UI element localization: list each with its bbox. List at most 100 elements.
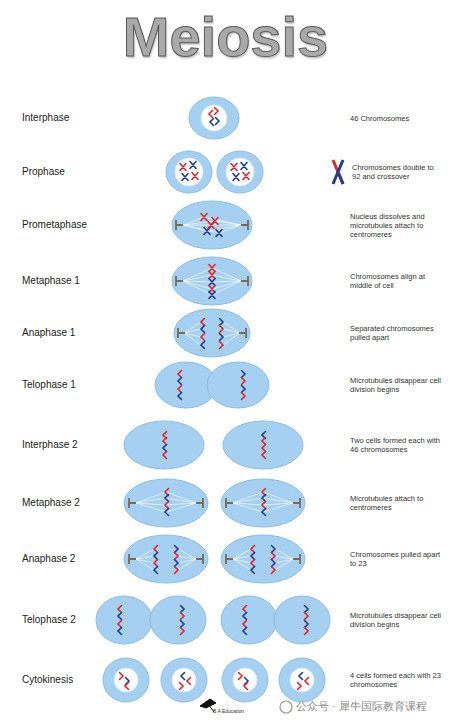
- cell: [161, 658, 207, 702]
- cell: [150, 596, 206, 644]
- microtubule: [223, 322, 240, 333]
- stage-name: Metaphase 1: [22, 275, 132, 287]
- spindle-pole: [176, 276, 183, 286]
- chromosome: [243, 606, 247, 613]
- stage-name: Interphase: [22, 112, 132, 124]
- spindle-pole: [129, 498, 136, 508]
- chromosome: [244, 683, 248, 690]
- chromosome: [272, 567, 276, 574]
- chromosome: [201, 334, 205, 341]
- cell: [221, 596, 277, 644]
- chromosome: [305, 613, 309, 620]
- microtubule: [136, 503, 166, 512]
- chromosome: [239, 673, 243, 680]
- chromosome: [251, 546, 255, 553]
- spindle-pole: [241, 276, 248, 286]
- chromosome: [181, 621, 185, 628]
- microtubule: [212, 268, 241, 281]
- chromosome: [175, 553, 179, 560]
- cell: [189, 97, 239, 139]
- chromosome: [163, 438, 167, 445]
- cell: [274, 596, 330, 644]
- stage-name: Anaphase 1: [22, 327, 132, 339]
- stage-description: Microtubules attach to centromeres: [350, 494, 442, 512]
- microtubule: [136, 492, 166, 503]
- chromosome: [175, 567, 179, 574]
- watermark-icon: [280, 701, 292, 713]
- chromosome: [220, 334, 224, 341]
- chromosome: [242, 371, 246, 378]
- chromosome: [209, 279, 215, 286]
- chromosome: [165, 509, 169, 516]
- microtubule: [233, 503, 263, 512]
- cell: [221, 535, 305, 583]
- stage-name: Telophase 2: [22, 614, 132, 626]
- microtubule: [275, 556, 293, 559]
- chromosome: [262, 502, 266, 509]
- chromosome: [201, 342, 205, 349]
- chromosome: [201, 326, 205, 333]
- stage-description: Chromosomes double to 92 and crossover: [352, 163, 444, 181]
- chromosome: [163, 445, 167, 452]
- chromosome: [192, 173, 198, 180]
- nucleus: [201, 105, 227, 131]
- chromosome: [220, 319, 224, 326]
- microtubule: [263, 503, 293, 512]
- stage-description: Chromosomes align at middle of cell: [350, 272, 442, 290]
- chromosome: [118, 606, 122, 613]
- chromosome: [272, 560, 276, 567]
- microtubule: [233, 559, 251, 570]
- microtubule: [136, 559, 154, 570]
- chromosome: [220, 326, 224, 333]
- stage-description: 4 cells formed each with 23 chromosomes: [350, 671, 442, 689]
- cell: [217, 151, 263, 193]
- chromosome: [187, 678, 191, 685]
- chromosome: [209, 292, 215, 299]
- chromosome: [262, 438, 266, 445]
- chromosome: [209, 111, 213, 118]
- stage-name: Interphase 2: [22, 439, 132, 451]
- microtubule: [233, 549, 251, 559]
- chromosome: [242, 393, 246, 400]
- stage-name: Anaphase 2: [22, 553, 132, 565]
- cell: [223, 421, 303, 469]
- spindle-pole: [196, 554, 203, 564]
- microtubule: [183, 268, 212, 281]
- spindle-pole: [176, 220, 183, 230]
- cell: [96, 596, 152, 644]
- spindle-pole: [129, 554, 136, 564]
- microtubule: [275, 559, 293, 570]
- stage-name: Prometaphase: [22, 219, 132, 231]
- chromosome: [154, 567, 158, 574]
- microtubule: [212, 275, 241, 281]
- chromosome: [251, 560, 255, 567]
- cell: [166, 151, 212, 193]
- cell: [124, 535, 208, 583]
- stage-name: Cytokinesis: [22, 674, 132, 686]
- chromosome: [154, 546, 158, 553]
- spindle-pole: [226, 498, 233, 508]
- nucleus: [233, 668, 257, 692]
- chromosome: [272, 546, 276, 553]
- chromosome: [251, 567, 255, 574]
- microtubule: [183, 225, 211, 226]
- cell: [124, 421, 204, 469]
- chromosome: [181, 673, 185, 680]
- chromosome: [165, 495, 169, 502]
- chromosome: [305, 606, 309, 613]
- microtubule: [184, 329, 201, 333]
- chromosome: [165, 502, 169, 509]
- spindle-pole: [293, 554, 300, 564]
- chromosome: [180, 164, 186, 171]
- nucleus: [172, 668, 196, 692]
- microtubule: [178, 559, 196, 570]
- chromosome: [181, 606, 185, 613]
- chromosome: [233, 174, 239, 181]
- cell: [222, 658, 268, 702]
- chromosome: [180, 683, 184, 690]
- spindle-pole: [239, 328, 246, 338]
- microtubule: [183, 275, 212, 281]
- microtubule: [233, 498, 263, 503]
- chromosome: [299, 673, 303, 680]
- microtubule: [178, 556, 196, 559]
